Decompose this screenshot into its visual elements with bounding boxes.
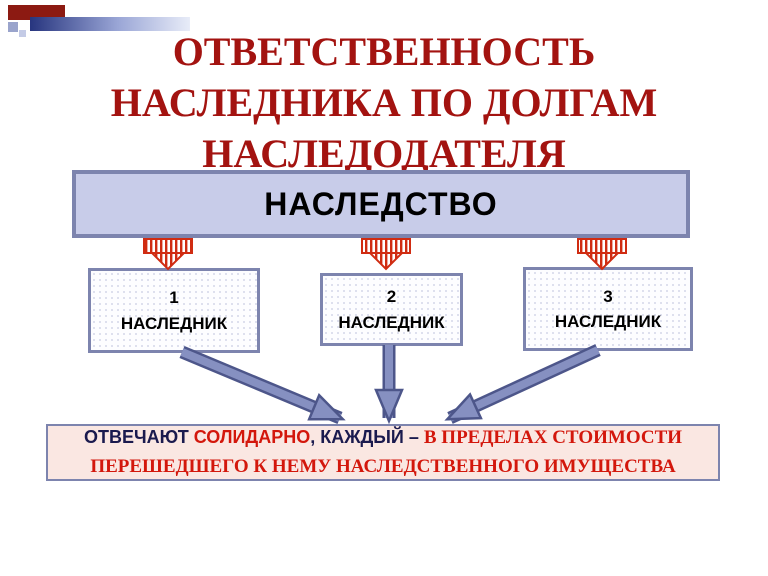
title-line-2: НАСЛЕДНИКА ПО ДОЛГАМ — [110, 80, 658, 125]
estate-box: НАСЛЕДСТВО — [72, 170, 690, 238]
conclusion-segment: ПЕРЕШЕДШЕГО К НЕМУ НАСЛЕДСТВЕННОГО ИМУЩЕ… — [90, 455, 676, 477]
decoration-light-square — [19, 30, 26, 37]
decoration-red-bar — [8, 5, 65, 20]
heir-label: НАСЛЕДНИК — [120, 313, 228, 333]
conclusion-line-2: ПЕРЕШЕДШЕГО К НЕМУ НАСЛЕДСТВЕННОГО ИМУЩЕ… — [90, 453, 675, 482]
conclusion-segment: В ПРЕДЕЛАХ СТОИМОСТИ — [423, 427, 683, 448]
conclusion-segment: , КАЖДЫЙ – — [310, 427, 424, 447]
title-line-1: ОТВЕТСТВЕННОСТЬ — [172, 29, 596, 74]
heir-box-3: 3 НАСЛЕДНИК — [523, 267, 693, 351]
heir-box-2: 2 НАСЛЕДНИК — [320, 273, 463, 346]
funnel-connector-1 — [143, 238, 193, 271]
funnel-connector-2 — [361, 238, 411, 271]
title-line-3: НАСЛЕДОДАТЕЛЯ — [202, 131, 566, 176]
decoration-gray-square — [8, 22, 18, 32]
heir-number: 3 — [603, 286, 613, 306]
estate-label: НАСЛЕДСТВО — [264, 185, 498, 222]
decoration-blue-gradient-bar — [30, 17, 190, 31]
funnel-connector-3 — [577, 238, 627, 271]
slide-title: ОТВЕТСТВЕННОСТЬ НАСЛЕДНИКА ПО ДОЛГАМ НАС… — [0, 26, 768, 179]
heir-label: НАСЛЕДНИК — [554, 312, 662, 331]
heir-number: 2 — [386, 287, 397, 306]
conclusion-line-1: ОТВЕЧАЮТ СОЛИДАРНО, КАЖДЫЙ – В ПРЕДЕЛАХ … — [84, 424, 682, 453]
conclusion-box: ОТВЕЧАЮТ СОЛИДАРНО, КАЖДЫЙ – В ПРЕДЕЛАХ … — [46, 424, 720, 481]
conclusion-segment: СОЛИДАРНО — [193, 427, 311, 447]
arrow-heir1-to-conclusion — [179, 346, 340, 424]
conclusion-segment: ОТВЕЧАЮТ — [83, 427, 194, 447]
heir-box-1: 1 НАСЛЕДНИК — [88, 268, 260, 353]
heir-label: НАСЛЕДНИК — [338, 312, 445, 332]
heir-number: 1 — [169, 288, 179, 307]
arrow-heir3-to-conclusion — [450, 344, 601, 424]
